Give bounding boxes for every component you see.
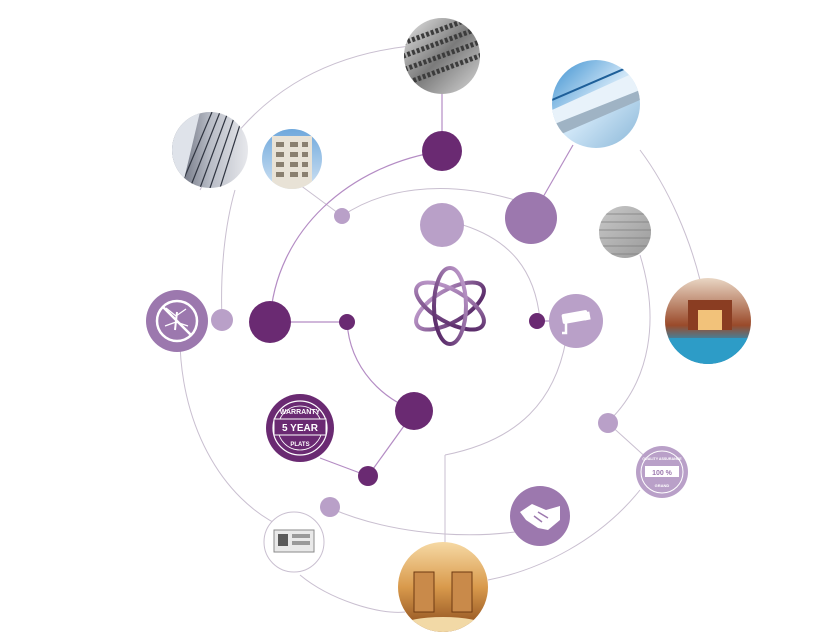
light-dot-large	[420, 203, 464, 247]
clubhouse-pool-photo	[665, 278, 751, 364]
form-link-line	[639, 149, 701, 281]
purple-connector-lines	[269, 94, 574, 477]
warranty-main-text: 5 YEAR	[282, 423, 319, 434]
top-left-arc-line	[341, 188, 516, 217]
gen-bottom-line	[299, 574, 406, 613]
dark-arc-line	[269, 150, 443, 323]
warranty-badge: WARRANTY 5 YEAR PLATS	[266, 394, 334, 462]
inner-circle-line	[462, 224, 541, 321]
bottom-arc-line	[329, 507, 516, 536]
light-dot-small	[334, 208, 350, 224]
brick-wall-photo	[599, 206, 651, 258]
apartment-building-photo	[262, 129, 322, 189]
orbit-logo-icon	[414, 266, 486, 346]
right-arc-line	[609, 254, 651, 421]
aluminium-formwork-photo	[552, 60, 640, 148]
node-dots	[211, 131, 618, 517]
dark-dot-bottom-small	[358, 466, 378, 486]
quality-top-text: QUALITY ASSURANCE	[642, 457, 682, 461]
cctv-camera-icon	[549, 294, 603, 348]
cctv-arc-line	[444, 339, 567, 456]
no-mosquito-icon	[146, 290, 208, 352]
elevator-lobby-photo	[398, 542, 488, 632]
diesel-generator-photo	[263, 511, 325, 573]
dark-dot-small-right	[529, 313, 545, 329]
dark-dot-small-left	[339, 314, 355, 330]
warranty-top-text: WARRANTY	[280, 409, 321, 416]
light-dot-right	[598, 413, 618, 433]
light-dot-bottom-left	[320, 497, 340, 517]
quality-link-line	[487, 489, 641, 581]
warranty-bottom-text: PLATS	[290, 442, 309, 448]
quality-badge: QUALITY ASSURANCE 100 % GRAND	[636, 446, 688, 498]
mid-dot-large	[505, 192, 557, 244]
apt-link-line	[299, 184, 343, 217]
steel-reinforcement-bars-photo	[404, 18, 480, 94]
light-dot-mid-left	[211, 309, 233, 331]
dark-dot-lower	[395, 392, 433, 430]
tall-building-facade-photo	[172, 112, 248, 188]
left-arc-line	[179, 329, 286, 529]
handshake-icon	[510, 486, 570, 546]
inner-left-arc-line	[221, 189, 236, 321]
dark-dot-top	[422, 131, 462, 171]
quality-bottom-text: GRAND	[655, 483, 670, 488]
dark-dot-left	[249, 301, 291, 343]
quality-main-text: 100 %	[652, 470, 673, 477]
